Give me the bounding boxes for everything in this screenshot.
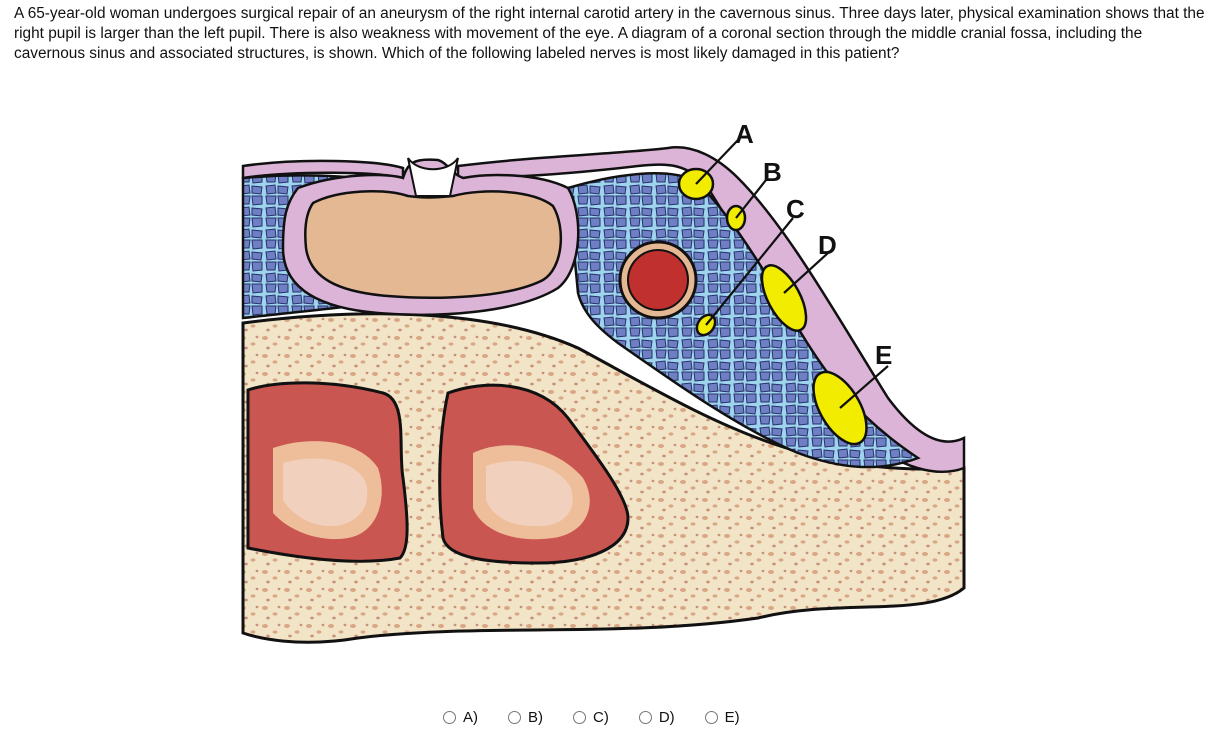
- question-text: A 65-year-old woman undergoes surgical r…: [14, 5, 1205, 62]
- label-e: E: [875, 340, 892, 370]
- radio-c[interactable]: [573, 710, 586, 724]
- label-b: B: [763, 157, 782, 187]
- answer-option-e[interactable]: E): [701, 709, 740, 726]
- answer-label-c: C): [593, 708, 609, 726]
- answer-label-e: E): [724, 708, 740, 726]
- answer-option-d[interactable]: D): [635, 709, 675, 726]
- cavernous-sinus-diagram: A B C D E: [238, 118, 968, 670]
- internal-carotid-artery: [627, 249, 689, 311]
- answer-option-b[interactable]: B): [504, 709, 543, 726]
- label-a: A: [735, 119, 754, 149]
- answer-label-d: D): [658, 708, 675, 726]
- radio-d[interactable]: [638, 710, 652, 724]
- label-c: C: [786, 194, 805, 224]
- label-d: D: [818, 230, 837, 260]
- answer-choices: A) B) C) D) E): [439, 706, 766, 728]
- radio-b[interactable]: [508, 710, 521, 724]
- answer-option-a[interactable]: A): [439, 709, 478, 726]
- answer-label-a: A): [463, 708, 478, 726]
- nerve-d-ophthalmic: [760, 264, 808, 332]
- radio-e[interactable]: [704, 710, 718, 724]
- answer-label-b: B): [528, 708, 543, 726]
- answer-option-c[interactable]: C): [569, 709, 609, 726]
- pituitary-gland: [304, 190, 563, 299]
- radio-a[interactable]: [443, 710, 456, 724]
